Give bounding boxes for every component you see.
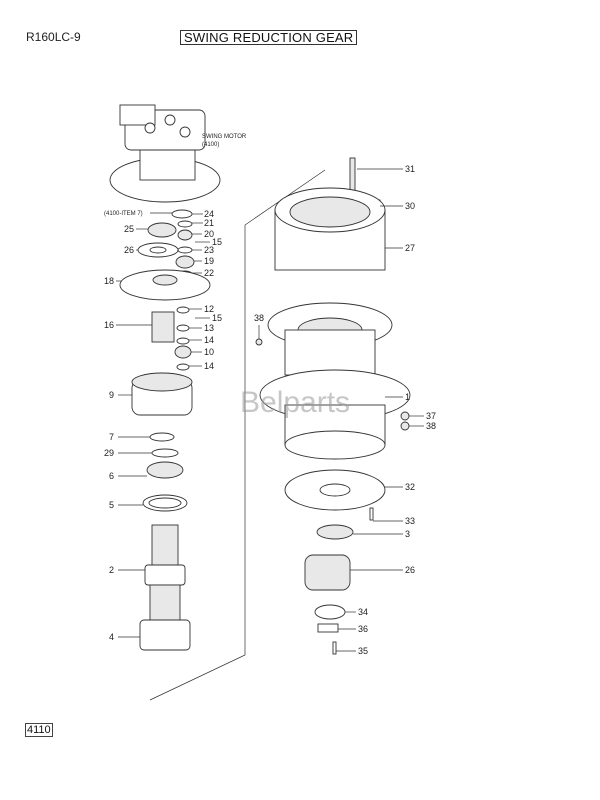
- callout-number: 29: [104, 448, 114, 458]
- callout-number: 14: [204, 361, 214, 371]
- callout-number: 19: [204, 256, 214, 266]
- callout-number: 18: [104, 276, 114, 286]
- page-title: SWING REDUCTION GEAR: [180, 30, 358, 45]
- right-callouts: 31 30 27 38 1 37 38 32 33 3 26 34 36 35: [254, 164, 436, 656]
- swing-motor-label: SWING MOTOR: [202, 134, 247, 140]
- callout-number: 15: [212, 313, 222, 323]
- left-callouts: 24 21 20 15 23 19 22 25 26 18 12 15 16 1…: [104, 209, 222, 642]
- item-ref-label: (4100-ITEM 7): [104, 211, 143, 217]
- callout-number: 38: [426, 421, 436, 431]
- callout-number: 4: [109, 632, 114, 642]
- callout-number: 6: [109, 471, 114, 481]
- swing-motor-ref: (4100): [202, 142, 219, 148]
- callout-number: 25: [124, 224, 134, 234]
- callout-number: 14: [204, 335, 214, 345]
- callout-number: 1: [405, 392, 410, 402]
- callout-number: 37: [426, 411, 436, 421]
- model-label: R160LC-9: [26, 30, 81, 44]
- callout-number: 33: [405, 516, 415, 526]
- callout-number: 2: [109, 565, 114, 575]
- callout-number: 38: [254, 313, 264, 323]
- left-stack-parts: [119, 209, 211, 651]
- callout-number: 15: [212, 237, 222, 247]
- callout-number: 27: [405, 243, 415, 253]
- callout-number: 13: [204, 323, 214, 333]
- callout-number: 20: [204, 229, 214, 239]
- callout-number: 31: [405, 164, 415, 174]
- callout-number: 35: [358, 646, 368, 656]
- callout-number: 32: [405, 482, 415, 492]
- page-number: 4110: [25, 723, 53, 737]
- callout-number: 26: [124, 245, 134, 255]
- callout-number: 10: [204, 347, 214, 357]
- callout-number: 9: [109, 390, 114, 400]
- right-stack-parts: [255, 157, 411, 655]
- callout-number: 36: [358, 624, 368, 634]
- callout-number: 16: [104, 320, 114, 330]
- callout-number: 5: [109, 500, 114, 510]
- callout-number: 26: [405, 565, 415, 575]
- callout-number: 12: [204, 304, 214, 314]
- callout-number: 7: [109, 432, 114, 442]
- callout-number: 24: [204, 209, 214, 219]
- callout-number: 23: [204, 245, 214, 255]
- callout-number: 34: [358, 607, 368, 617]
- swing-motor: [109, 104, 221, 203]
- watermark: Belparts: [240, 386, 350, 419]
- callout-number: 22: [204, 268, 214, 278]
- callout-number: 21: [204, 218, 214, 228]
- callout-number: 3: [405, 529, 410, 539]
- callout-number: 30: [405, 201, 415, 211]
